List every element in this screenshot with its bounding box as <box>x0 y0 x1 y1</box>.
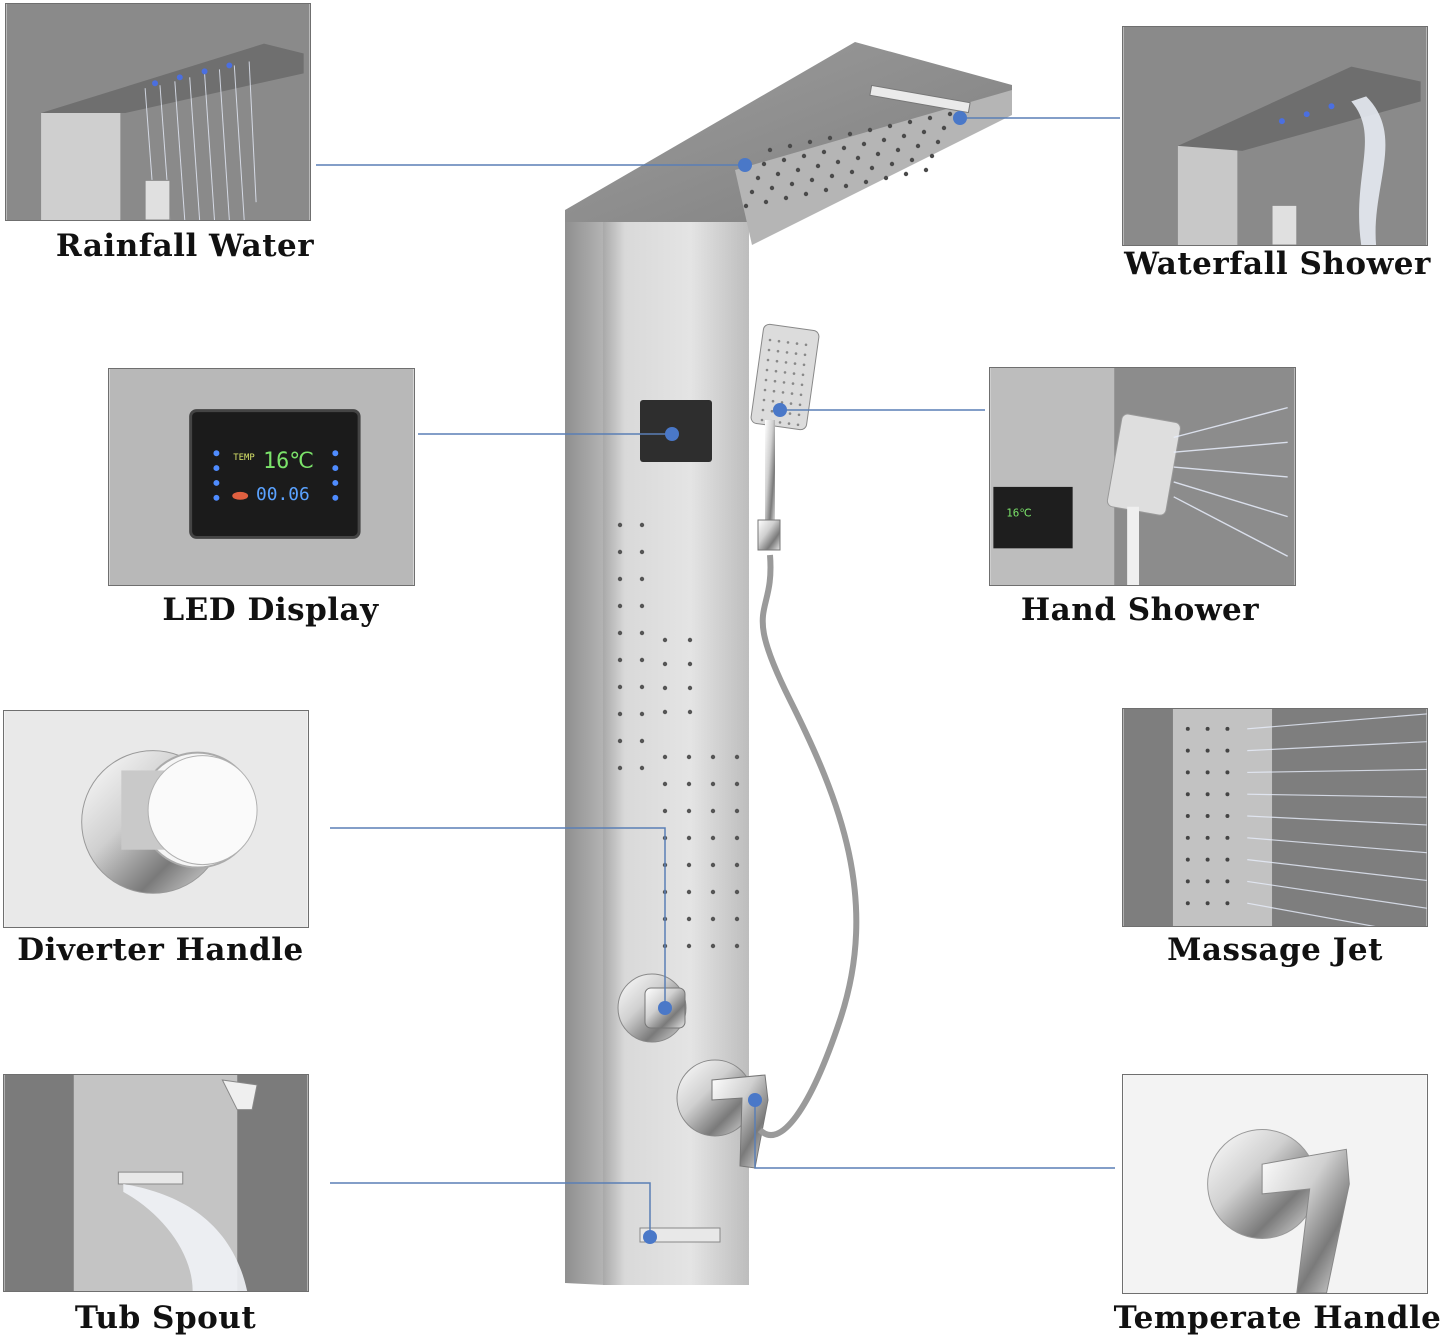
waterfall-thumbnail <box>1122 26 1428 246</box>
diverter-handle-label: Diverter Handle <box>17 932 304 968</box>
hand-shower-thumbnail: 16℃ <box>989 367 1296 586</box>
waterfall-slot <box>869 84 971 114</box>
rain-head-top <box>565 42 1012 222</box>
led-display-thumbnail: TEMP 16℃ 00.06 <box>108 368 415 586</box>
led-display-label: LED Display <box>162 592 379 628</box>
led-time-value: 00.06 <box>256 484 310 505</box>
callout-dots <box>643 111 967 1244</box>
rainfall-label: Rainfall Water <box>55 228 315 264</box>
temperate-handle-label: Temperate Handle <box>1113 1300 1442 1336</box>
hand-shower-label: Hand Shower <box>1020 592 1260 628</box>
callout-lines <box>316 117 1120 1237</box>
panel-tub-spout <box>639 1227 721 1243</box>
rainfall-thumbnail <box>5 3 311 221</box>
led-temp-value: 16℃ <box>263 449 314 474</box>
massage-jet-label: Massage Jet <box>1167 932 1383 968</box>
hand-shower-hose <box>757 554 860 1138</box>
tub-spout-thumbnail <box>3 1074 309 1292</box>
led-temp-tag: TEMP <box>233 453 254 463</box>
hand-shower-handle <box>765 420 775 530</box>
hand-shower-holder <box>757 519 781 551</box>
tub-spout-label: Tub Spout <box>74 1300 257 1336</box>
panel-side <box>565 220 605 1285</box>
massage-jet-dots <box>617 522 740 949</box>
svg-text:16℃: 16℃ <box>1006 507 1031 520</box>
diverter-handle-thumbnail <box>3 710 309 928</box>
rain-head-nozzles <box>743 111 953 209</box>
temperate-handle-thumbnail <box>1122 1074 1428 1294</box>
waterfall-label: Waterfall Shower <box>1124 246 1431 282</box>
massage-jet-thumbnail <box>1122 708 1428 927</box>
